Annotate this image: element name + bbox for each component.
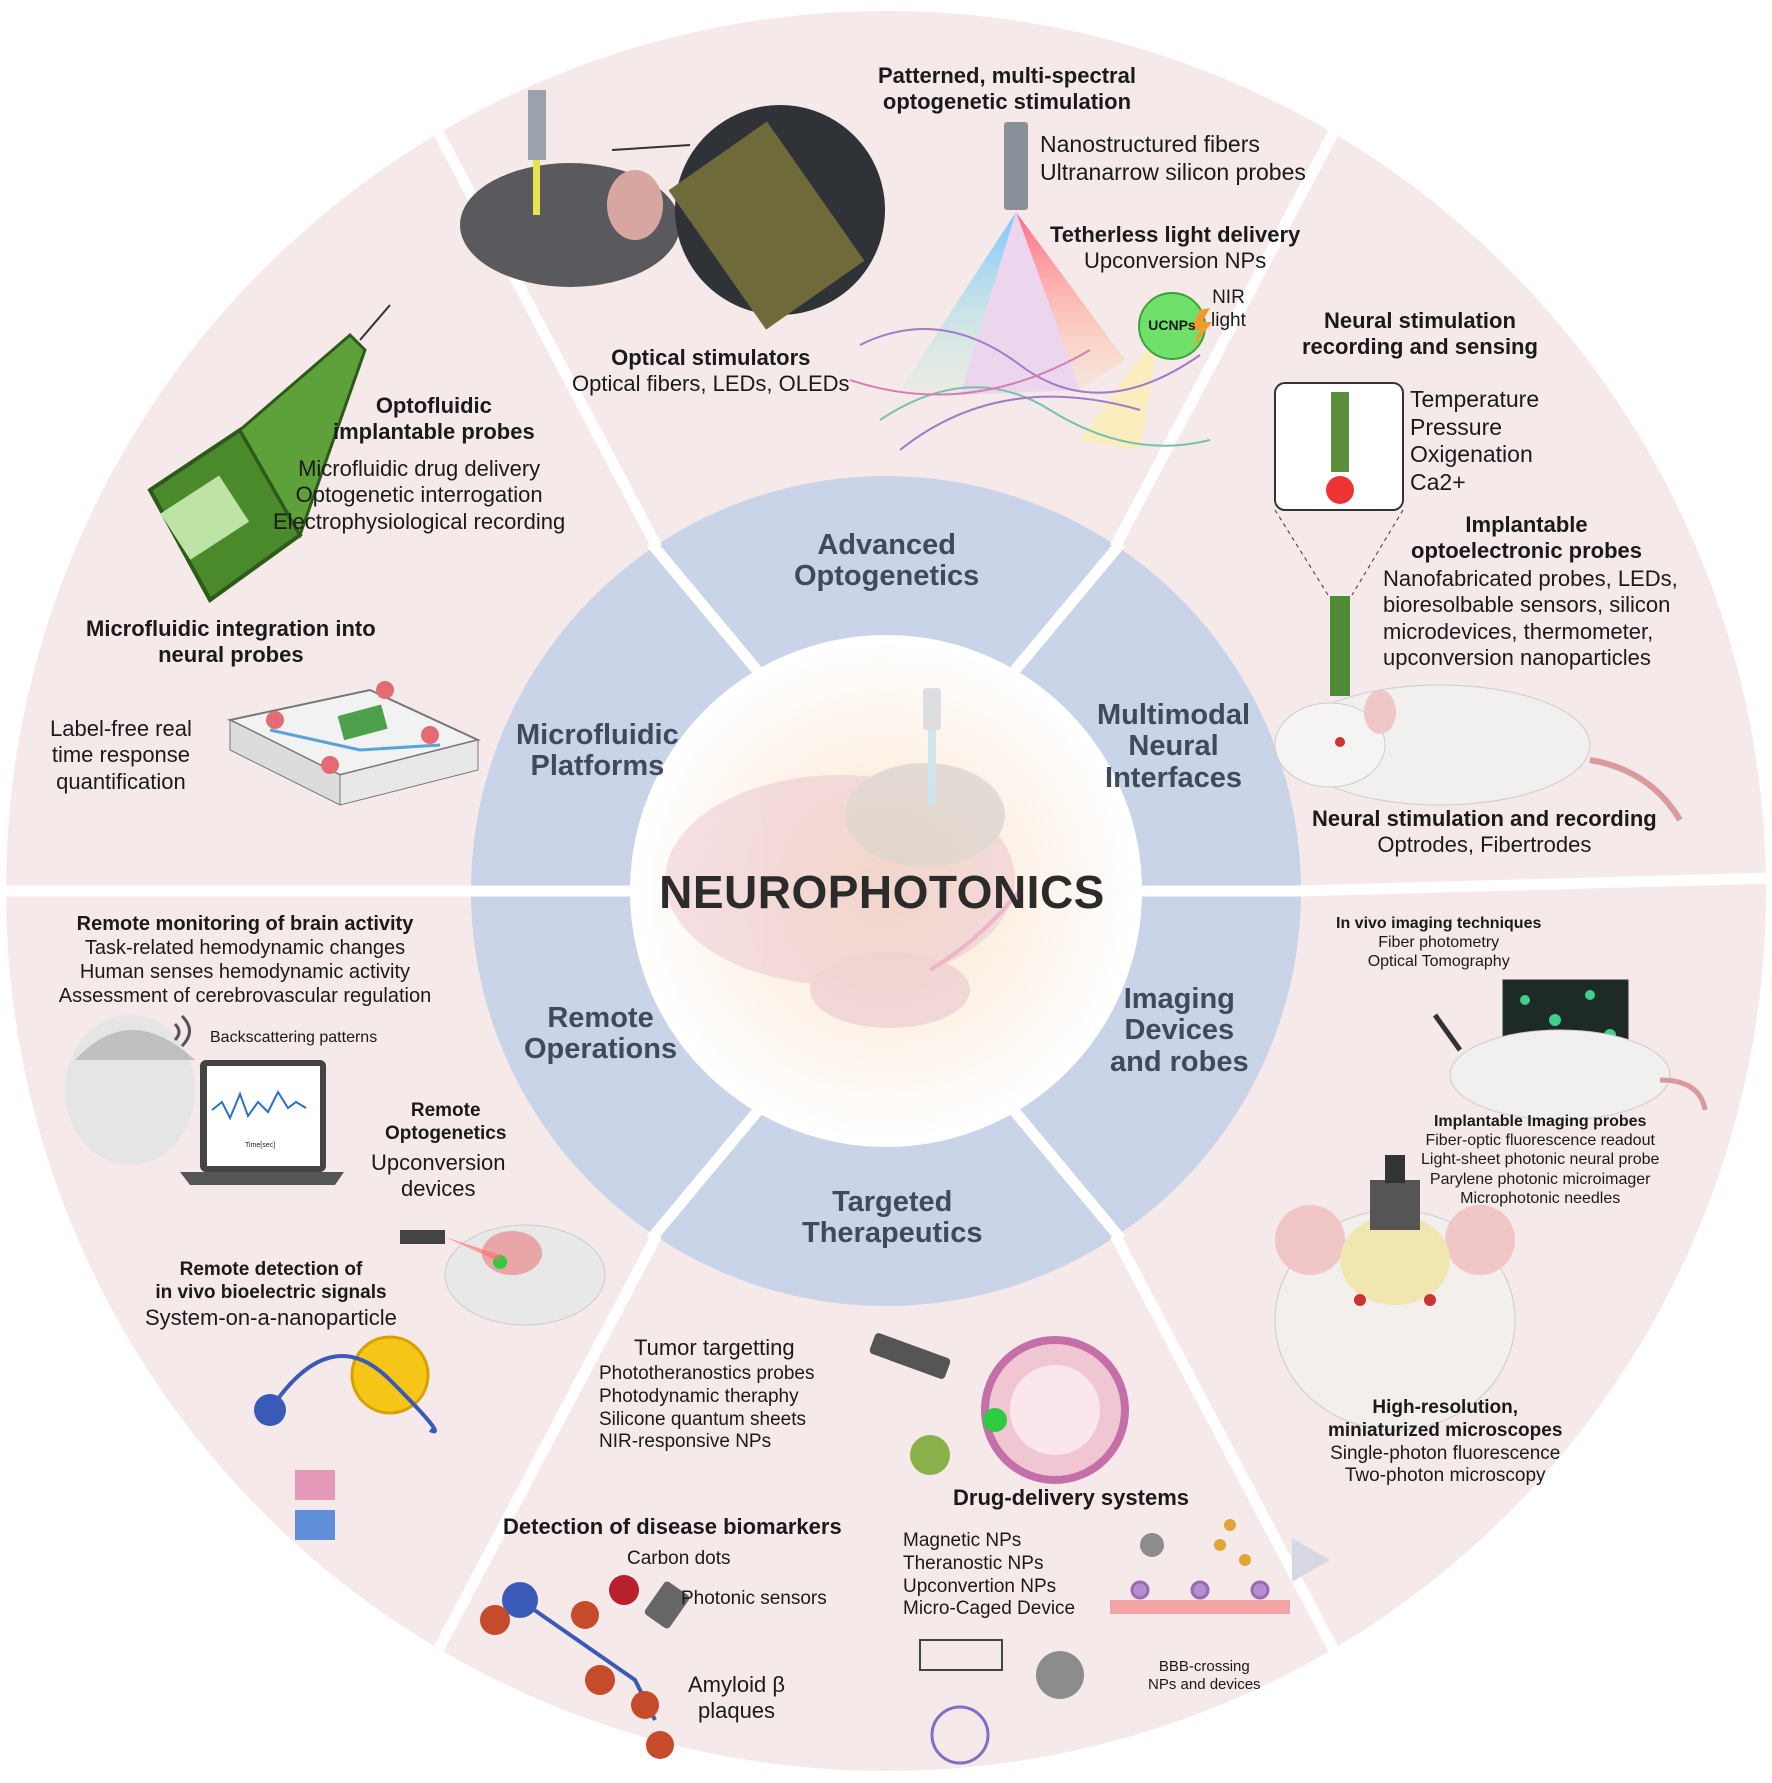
microfluidic-integration-title: Microfluidic integration into neural pro… <box>86 616 376 668</box>
neuron-network <box>849 328 1211 451</box>
tumor-vessel <box>869 1333 1129 1484</box>
drug-delivery-items: Magnetic NPs Theranostic NPs Upconvertio… <box>903 1530 1076 1620</box>
patterned-stimulation-items: Nanostructured fibers Ultranarrow silico… <box>1040 131 1306 185</box>
biomarker-neuron <box>480 1575 690 1759</box>
carbon-dots-label: Carbon dots <box>627 1548 731 1569</box>
section-multimodal-neural-interfaces[interactable]: Multimodal Neural Interfaces <box>1097 699 1251 794</box>
bbb-label: BBB-crossing NPs and devices <box>1148 1658 1261 1693</box>
patterned-stimulation-label: Patterned, multi-spectral optogenetic st… <box>878 63 1136 115</box>
lightning-icon <box>1190 308 1212 348</box>
inner-dividers <box>473 539 1299 1243</box>
amyloid-label: Amyloid β plaques <box>688 1672 786 1724</box>
microscope-mouse <box>1274 1155 1516 1431</box>
remote-optogenetics-items: Upconversion devices <box>371 1150 506 1202</box>
remote-opto-mouse <box>400 1224 606 1326</box>
ucnps-badge: UCNPs <box>1148 317 1196 333</box>
light-beams <box>900 122 1160 450</box>
optofluidic-items: Microfluidic drug delivery Optogenetic i… <box>273 456 566 534</box>
stim-recording-label: Neural stimulation and recording Optrode… <box>1312 806 1657 858</box>
optofluidic-probe <box>147 304 391 603</box>
sensing-items: Temperature Pressure Oxigenation Ca2+ <box>1410 386 1540 495</box>
optogenetics-mouse <box>460 90 885 330</box>
laptop <box>180 1060 344 1185</box>
label-free-label: Label-free real time response quantifica… <box>50 716 192 794</box>
section-targeted-therapeutics[interactable]: Targeted Therapeutics <box>802 1186 983 1250</box>
probe-zoom <box>1274 382 1404 696</box>
stim-sensing-label: Neural stimulation recording and sensing <box>1302 308 1538 360</box>
implantable-imaging-label: Implantable Imaging probes Fiber-optic f… <box>1421 1113 1660 1207</box>
implantable-optoelectronic-items: Nanofabricated probes, LEDs, bioresolbab… <box>1383 566 1678 671</box>
remote-optogenetics-title: Remote Optogenetics <box>385 1100 507 1144</box>
head-cap <box>65 1015 195 1165</box>
optofluidic-title: Optofluidic implantable probes <box>333 393 535 445</box>
white-mouse-right <box>1274 684 1683 822</box>
microscopes-label: High-resolution, miniaturized microscope… <box>1328 1397 1563 1487</box>
imaging-mouse <box>1432 979 1708 1121</box>
remote-monitoring-label: Remote monitoring of brain activity Task… <box>58 913 432 1007</box>
drug-delivery-title: Drug-delivery systems <box>953 1485 1189 1510</box>
tumor-targeting-title: Tumor targetting <box>634 1335 795 1360</box>
laptop-axis-label: Time[sec] <box>245 1142 276 1149</box>
core-title: NEUROPHOTONICS <box>659 866 1105 918</box>
wifi-icon <box>173 1014 191 1048</box>
outer-dividers <box>0 72 1772 1710</box>
tumor-targeting-items: Phototheranostics probes Photodynamic th… <box>599 1363 815 1453</box>
tetherless-label: Tetherless light delivery Upconversion N… <box>1050 222 1301 274</box>
in-vivo-imaging-label: In vivo imaging techniques Fiber photome… <box>1336 915 1542 971</box>
brain-illustration <box>665 688 1022 1028</box>
remote-detection-label: Remote detection of in vivo bioelectric … <box>145 1259 397 1330</box>
backscattering-label: Backscattering patterns <box>210 1029 378 1046</box>
nir-light-label: NIR light <box>1211 287 1246 331</box>
drug-delivery-art <box>919 1519 1330 1765</box>
section-advanced-optogenetics[interactable]: Advanced Optogenetics <box>794 529 980 593</box>
section-imaging-devices[interactable]: Imaging Devices and robes <box>1110 983 1249 1078</box>
biomarkers-title: Detection of disease biomarkers <box>503 1514 842 1539</box>
section-microfluidic-platforms[interactable]: Microfluidic Platforms <box>516 719 679 783</box>
implantable-optoelectronic-title: Implantable optoelectronic probes <box>1411 512 1643 564</box>
microfluidic-chip <box>227 681 481 806</box>
photonic-sensors-label: Photonic sensors <box>681 1588 827 1609</box>
section-remote-operations[interactable]: Remote Operations <box>524 1002 678 1066</box>
optical-stimulators-label: Optical stimulators Optical fibers, LEDs… <box>572 345 850 397</box>
nanoparticle-neuron <box>254 1335 437 1540</box>
